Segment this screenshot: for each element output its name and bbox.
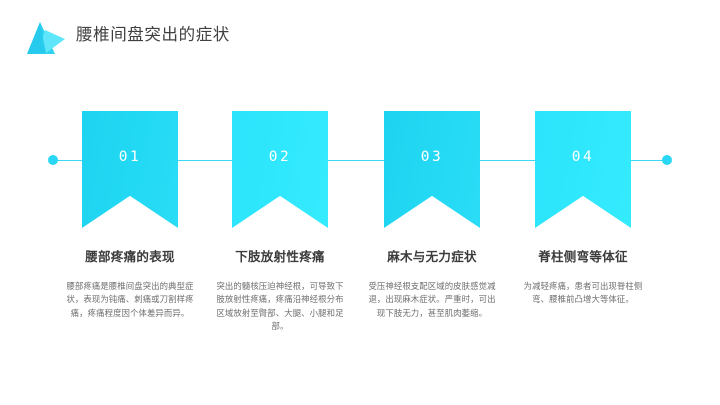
step-column-01: 01 腰部疼痛的表现 腰部疼痛是腰椎间盘突出的典型症状，表现为钝痛、刺痛或刀割样… bbox=[55, 0, 205, 405]
step-title-01: 腰部疼痛的表现 bbox=[85, 250, 175, 264]
triangle-mountain-logo-icon bbox=[27, 20, 67, 56]
step-number-03: 03 bbox=[420, 149, 444, 165]
step-column-04: 04 脊柱侧弯等体征 为减轻疼痛，患者可出现脊柱侧弯、腰椎前凸增大等体征。 bbox=[508, 0, 658, 405]
step-number-04: 04 bbox=[571, 149, 595, 165]
timeline-start-dot bbox=[48, 155, 58, 165]
step-title-03: 麻木与无力症状 bbox=[387, 250, 477, 264]
step-title-04: 脊柱侧弯等体征 bbox=[538, 250, 628, 264]
step-number-02: 02 bbox=[268, 149, 292, 165]
step-body-02: 突出的髓核压迫神经根，可导致下肢放射性疼痛，疼痛沿神经根分布区域放射至臀部、大腿… bbox=[216, 281, 344, 332]
step-column-03: 03 麻木与无力症状 受压神经根支配区域的皮肤感觉减退，出现麻木症状。严重时，可… bbox=[357, 0, 507, 405]
step-body-04: 为减轻疼痛，患者可出现脊柱侧弯、腰椎前凸增大等体征。 bbox=[523, 281, 643, 305]
step-body-01: 腰部疼痛是腰椎间盘突出的典型症状，表现为钝痛、刺痛或刀割样疼痛，疼痛程度因个体差… bbox=[66, 281, 194, 318]
step-title-02: 下肢放射性疼痛 bbox=[235, 250, 325, 264]
step-ribbon-02[interactable]: 02 bbox=[232, 111, 328, 228]
step-number-01: 01 bbox=[118, 149, 142, 165]
step-ribbon-03[interactable]: 03 bbox=[384, 111, 480, 228]
step-body-03: 受压神经根支配区域的皮肤感觉减退，出现麻木症状。严重时，可出现下肢无力，甚至肌肉… bbox=[368, 281, 496, 318]
slide-header: 腰椎间盘突出的症状 bbox=[0, 0, 720, 72]
timeline-line bbox=[52, 159, 668, 162]
step-column-02: 02 下肢放射性疼痛 突出的髓核压迫神经根，可导致下肢放射性疼痛，疼痛沿神经根分… bbox=[205, 0, 355, 405]
timeline-end-dot bbox=[662, 155, 672, 165]
page-title: 腰椎间盘突出的症状 bbox=[76, 26, 230, 44]
step-ribbon-01[interactable]: 01 bbox=[82, 111, 178, 228]
step-ribbon-04[interactable]: 04 bbox=[535, 111, 631, 228]
